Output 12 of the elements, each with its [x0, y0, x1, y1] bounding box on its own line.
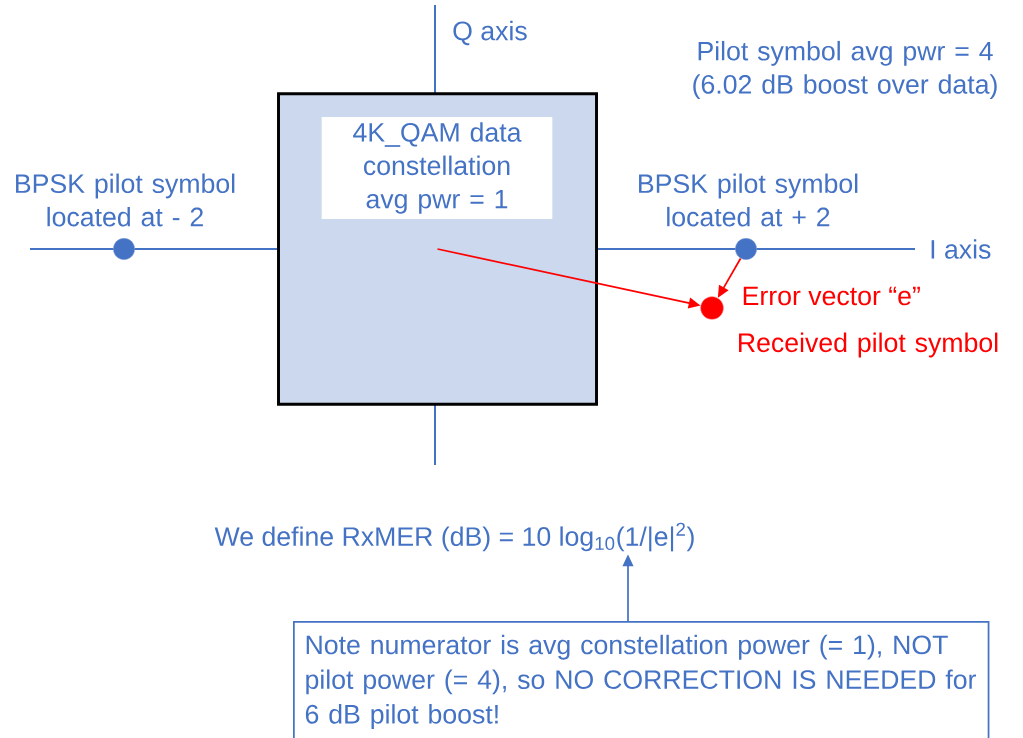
symbol-dot	[735, 238, 757, 260]
edge-label: Error vector “e”	[743, 286, 920, 306]
formula-text: We define RxMER (dB) = 10 log$_{10}$(1/|e|$^{2}$)	[214, 522, 694, 552]
note-text: Pilot symbol avg pwr = 4 (6.02 dB boost over data)	[693, 40, 997, 100]
point-caption: BPSK pilot symbol located at + 2	[639, 173, 858, 227]
axis-label: Q axis	[453, 20, 527, 46]
point-caption: BPSK pilot symbol located at - 2	[16, 173, 235, 227]
note-box: Note numerator is avg constellation power (= 1), NOT pilot power (= 4), so NO CORRECTION IS NEEDED for 6 dB pilot boost!	[293, 621, 990, 738]
symbol-dot	[113, 238, 135, 260]
constellation-box: 4K_QAM data constellation avg pwr = 1	[277, 92, 598, 406]
point-caption: Received pilot symbol	[739, 332, 998, 358]
axis-label: I axis	[931, 239, 991, 259]
